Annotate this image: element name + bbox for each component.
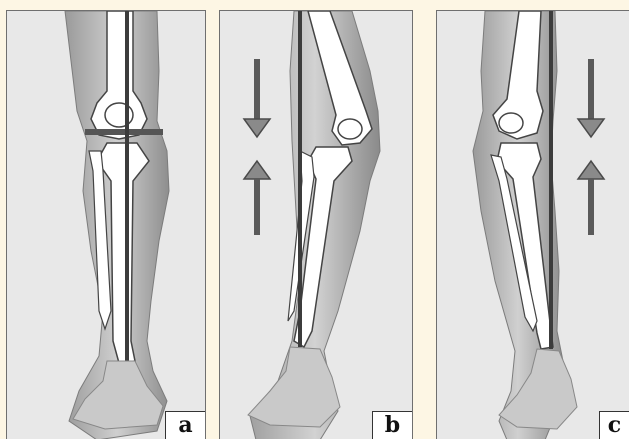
arrow-up-icon <box>578 161 604 235</box>
foot <box>248 347 340 427</box>
panel-a-label: a <box>165 411 205 439</box>
panel-c-label: c <box>599 411 629 439</box>
arrow-down-icon <box>244 59 270 137</box>
arrow-up-icon <box>244 161 270 235</box>
panel-b: b <box>219 10 413 439</box>
panel-c: c <box>436 10 629 439</box>
panel-c-illustration <box>437 11 629 439</box>
panel-b-label: b <box>372 411 412 439</box>
panel-a: a <box>6 10 206 439</box>
panel-b-illustration <box>220 11 413 439</box>
patella <box>338 119 362 139</box>
arrow-down-icon <box>578 59 604 137</box>
patella <box>499 113 523 133</box>
knee-line <box>85 129 163 135</box>
panel-a-illustration <box>7 11 206 439</box>
